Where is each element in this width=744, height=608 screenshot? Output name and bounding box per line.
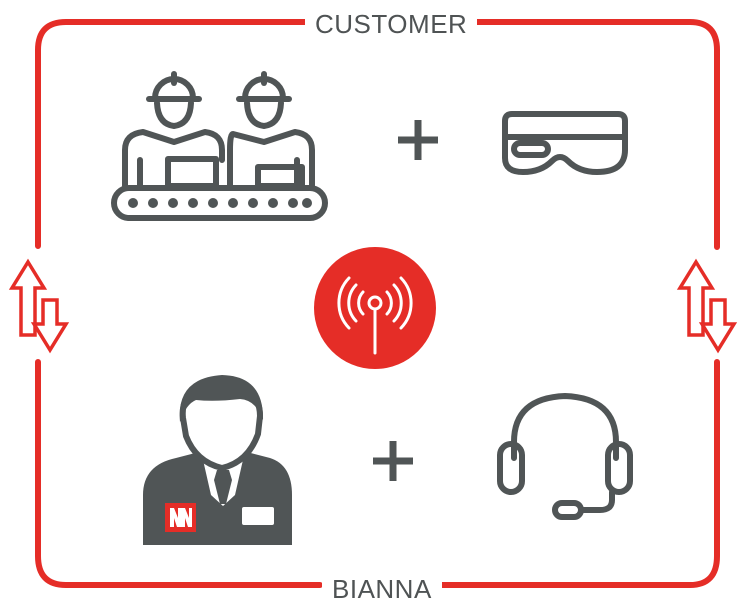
frame-top-right [444,19,720,250]
plus-icon-top [398,120,438,160]
conveyor-rollers [128,198,312,208]
exchange-arrows-right-icon [676,258,738,354]
frame-bottom-right [421,359,720,588]
frame-top-left [35,19,308,249]
bianna-label: BIANNA [322,574,442,604]
wireless-signal-icon [337,276,413,355]
plus-icon-bottom [373,441,413,481]
exchange-arrows-left-icon [8,258,70,354]
agent-with-badge-icon [143,375,292,545]
customer-label: CUSTOMER [305,9,478,39]
factory-workers-conveyor-icon [111,71,328,221]
headset-icon [497,393,633,520]
frame-bottom-left [35,359,323,588]
smart-glasses-icon [502,111,628,175]
